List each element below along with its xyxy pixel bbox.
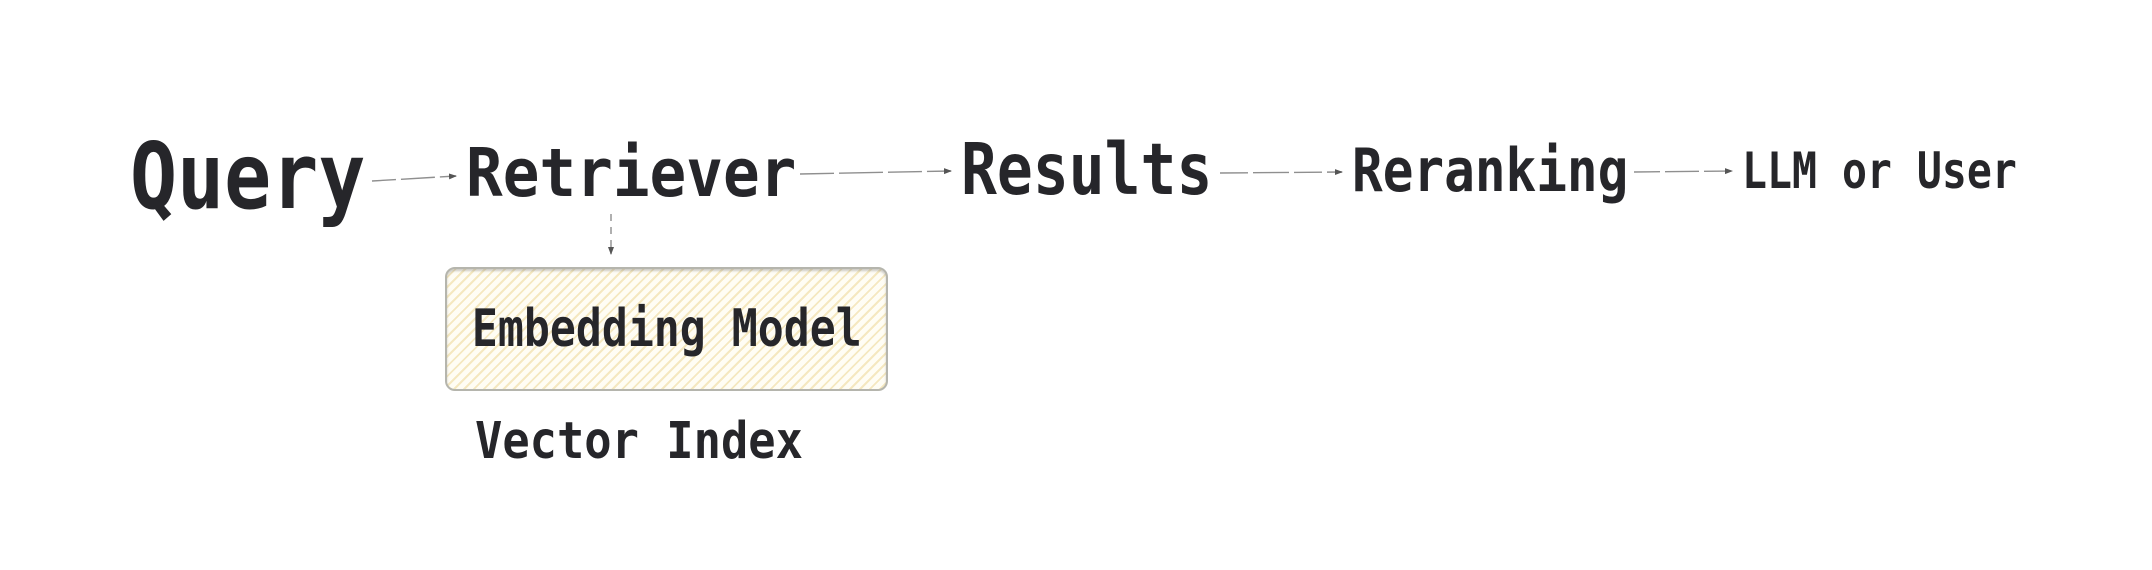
- connector-reranking-llm: [1633, 168, 1733, 175]
- node-query: Query: [130, 123, 366, 230]
- node-reranking: Reranking: [1352, 136, 1629, 206]
- node-llm-or-user: LLM or User: [1742, 142, 2017, 200]
- node-results: Results: [961, 128, 1213, 211]
- embedding-model-box: Embedding Model: [445, 267, 888, 391]
- embedding-model-label: Embedding Model: [471, 299, 862, 359]
- node-retriever: Retriever: [466, 134, 797, 212]
- connector-results-reranking: [1219, 169, 1343, 176]
- node-vector-index: Vector Index: [475, 412, 803, 471]
- connector-retriever-results: [799, 168, 952, 175]
- connector-query-retriever: [371, 173, 457, 182]
